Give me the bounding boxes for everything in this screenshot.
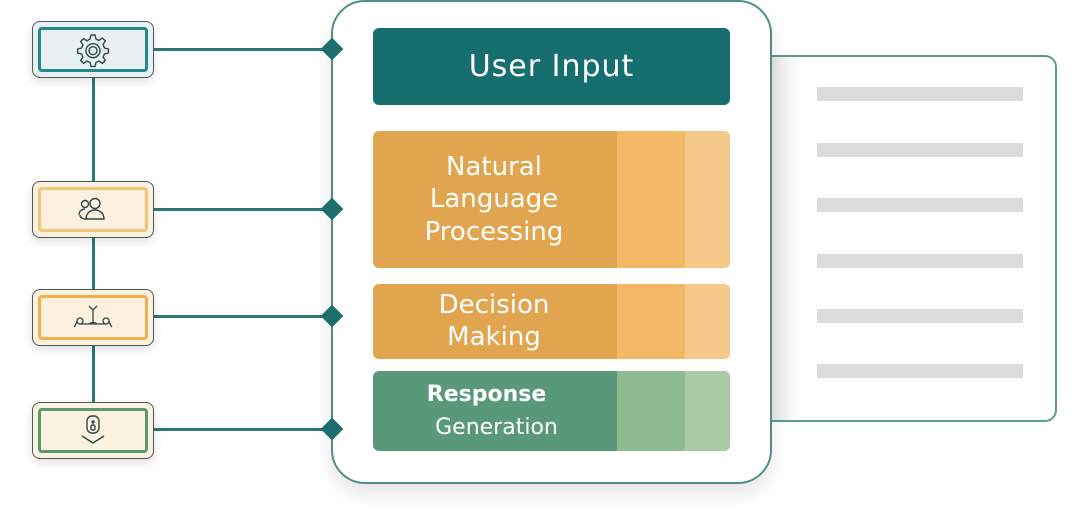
document-text-line [817, 309, 1023, 323]
stage-user-input[interactable]: User Input [373, 28, 730, 105]
stage-decision-making[interactable]: Decision Making [373, 284, 730, 359]
stage-label-line: Language [429, 184, 559, 215]
stage-label-line: Response [426, 382, 547, 407]
connector-branch [154, 315, 334, 318]
output-card[interactable] [32, 402, 154, 459]
stage-label-line: Natural [446, 151, 542, 182]
branch-icon [73, 305, 113, 327]
users-card[interactable] [32, 181, 154, 238]
stage-label-line: User Input [468, 48, 635, 84]
stage-label-line: Decision [438, 290, 550, 321]
stage-label-line: Making [447, 321, 541, 352]
download-lock-icon [81, 414, 105, 444]
connector-users [154, 208, 334, 211]
settings-card[interactable] [32, 21, 154, 78]
document-text-line [817, 87, 1023, 101]
stage-label-line: Generation [435, 415, 558, 440]
icon-column-connector [92, 78, 95, 403]
stage-label-line: Processing [424, 216, 564, 247]
document-text-line [817, 143, 1023, 157]
connector-settings [154, 48, 334, 51]
users-icon [78, 197, 105, 220]
stage-natural-language-processing[interactable]: Natural Language Processing [373, 131, 730, 268]
document-text-line [817, 364, 1023, 378]
connector-output [154, 428, 334, 431]
document-text-line [817, 254, 1023, 268]
output-document [770, 55, 1057, 422]
branch-card[interactable] [32, 289, 154, 346]
stage-response-generation[interactable]: Response Generation [373, 371, 730, 451]
document-text-line [817, 198, 1023, 212]
gear-icon [76, 33, 110, 67]
